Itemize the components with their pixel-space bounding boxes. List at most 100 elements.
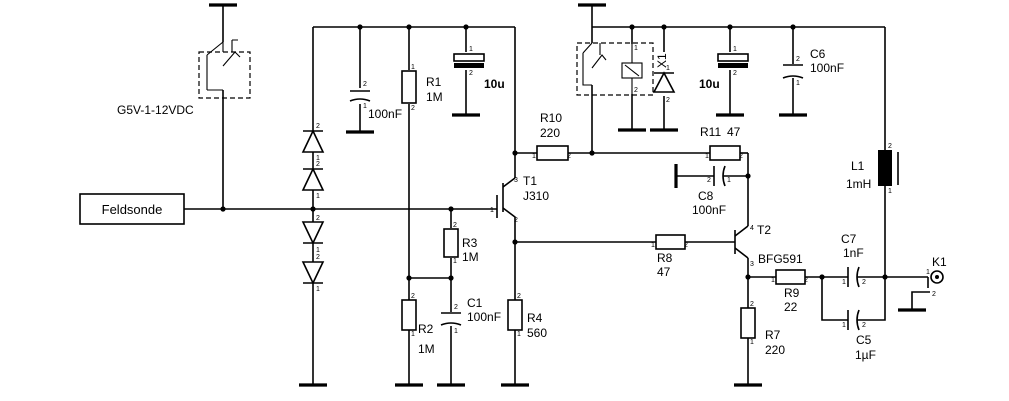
electrolytic-10u-left: 1 2 10u bbox=[453, 46, 505, 91]
capacitor-c7: 1 2 C7 1nF bbox=[841, 232, 866, 288]
t1-ref: T1 bbox=[523, 174, 537, 188]
ground-symbols bbox=[209, 3, 926, 387]
svg-text:2: 2 bbox=[888, 143, 892, 150]
svg-text:1: 1 bbox=[888, 188, 892, 195]
svg-text:3: 3 bbox=[750, 261, 754, 268]
resistor-r3: 2 1 R3 1M bbox=[443, 222, 479, 265]
c8-ref: C8 bbox=[698, 189, 714, 203]
relay-x1: 1 2 X1 1 2 bbox=[576, 42, 676, 104]
r1-ref: R1 bbox=[426, 75, 442, 89]
svg-text:2: 2 bbox=[862, 322, 866, 329]
svg-text:3: 3 bbox=[514, 177, 518, 184]
l1-value: 1mH bbox=[846, 177, 871, 191]
svg-text:1: 1 bbox=[411, 331, 415, 338]
l1-ref: L1 bbox=[851, 159, 865, 173]
r11-value: 47 bbox=[727, 125, 741, 139]
resistor-r4: 2 1 R4 560 bbox=[507, 293, 547, 340]
r3-value: 1M bbox=[462, 250, 479, 264]
transistor-t1: 3 1 2 T1 J310 bbox=[490, 174, 549, 224]
svg-text:2: 2 bbox=[363, 81, 367, 88]
r7-value: 220 bbox=[765, 343, 785, 357]
resistor-r11: 1 2 R11 47 bbox=[700, 125, 743, 161]
svg-text:1: 1 bbox=[842, 279, 846, 286]
svg-text:2: 2 bbox=[634, 87, 638, 94]
svg-text:1: 1 bbox=[316, 193, 320, 200]
c7-value: 1nF bbox=[843, 246, 864, 260]
svg-text:1: 1 bbox=[733, 46, 737, 53]
svg-text:1: 1 bbox=[454, 328, 458, 335]
svg-text:2: 2 bbox=[707, 177, 711, 184]
c5-ref: C5 bbox=[856, 333, 872, 347]
svg-text:1: 1 bbox=[532, 153, 536, 160]
feldsonde-input-box: Feldsonde bbox=[79, 193, 185, 225]
svg-text:4: 4 bbox=[750, 225, 754, 232]
e1-value: 10u bbox=[484, 77, 505, 91]
svg-text:2: 2 bbox=[411, 105, 415, 112]
resistor-r7: 2 1 R7 220 bbox=[740, 301, 785, 357]
r4-value: 560 bbox=[527, 326, 547, 340]
connector-k1: K1 1 2 bbox=[926, 255, 947, 298]
svg-text:2: 2 bbox=[739, 153, 743, 160]
svg-text:1: 1 bbox=[411, 64, 415, 71]
junction-dots bbox=[220, 24, 888, 281]
svg-text:1: 1 bbox=[363, 103, 367, 110]
diode-d4: 2 1 bbox=[301, 254, 325, 293]
svg-text:2: 2 bbox=[316, 123, 320, 130]
capacitor-c6: 2 1 C6 100nF bbox=[782, 47, 844, 87]
svg-text:1: 1 bbox=[926, 269, 930, 276]
svg-text:1: 1 bbox=[469, 46, 473, 53]
r10-ref: R10 bbox=[540, 111, 562, 125]
resistor-r9: 1 2 R9 22 bbox=[771, 269, 808, 314]
transistor-t2: 4 3 T2 BFG591 bbox=[750, 223, 803, 268]
svg-text:2: 2 bbox=[666, 97, 670, 104]
c7-ref: C7 bbox=[841, 232, 857, 246]
resistor-r8: 1 2 R8 47 bbox=[651, 234, 688, 279]
c5-value: 1µF bbox=[855, 348, 876, 362]
resistor-r10: 1 2 R10 220 bbox=[532, 111, 571, 161]
diode-d3: 2 1 bbox=[301, 215, 325, 254]
feldsonde-label: Feldsonde bbox=[102, 202, 163, 217]
svg-text:2: 2 bbox=[454, 304, 458, 311]
svg-text:1: 1 bbox=[705, 153, 709, 160]
relay-g5v-label: G5V-1-12VDC bbox=[117, 103, 194, 117]
capacitor-c5: 1 2 C5 1µF bbox=[842, 309, 876, 362]
electrolytic-10u-right: 1 2 10u bbox=[699, 46, 749, 91]
r8-ref: R8 bbox=[657, 251, 673, 265]
r4-ref: R4 bbox=[527, 311, 543, 325]
svg-text:2: 2 bbox=[316, 161, 320, 168]
svg-text:1: 1 bbox=[634, 45, 638, 52]
svg-text:2: 2 bbox=[453, 222, 457, 229]
r3-ref: R3 bbox=[462, 236, 478, 250]
capacitor-100nf-left: 2 1 100nF bbox=[349, 81, 402, 121]
t2-value: BFG591 bbox=[758, 252, 803, 266]
svg-text:1: 1 bbox=[796, 80, 800, 87]
svg-text:2: 2 bbox=[932, 291, 936, 298]
svg-text:1: 1 bbox=[316, 286, 320, 293]
r2-ref: R2 bbox=[418, 322, 434, 336]
r2-value: 1M bbox=[418, 342, 435, 356]
svg-text:1: 1 bbox=[842, 322, 846, 329]
svg-text:2: 2 bbox=[862, 279, 866, 286]
r1-value: 1M bbox=[426, 90, 443, 104]
svg-text:1: 1 bbox=[517, 331, 521, 338]
wiring bbox=[184, 5, 930, 385]
svg-text:1: 1 bbox=[750, 339, 754, 346]
svg-text:2: 2 bbox=[804, 277, 808, 284]
c6-value: 100nF bbox=[810, 61, 844, 75]
svg-text:2: 2 bbox=[517, 293, 521, 300]
r7-ref: R7 bbox=[765, 328, 781, 342]
x1-label: X1 bbox=[655, 53, 669, 68]
r9-value: 22 bbox=[784, 300, 798, 314]
inductor-l1: 2 1 L1 1mH bbox=[846, 143, 899, 195]
t2-ref: T2 bbox=[757, 223, 771, 237]
svg-text:2: 2 bbox=[684, 242, 688, 249]
svg-text:2: 2 bbox=[514, 217, 518, 224]
relay-g5v: G5V-1-12VDC bbox=[117, 39, 251, 117]
svg-text:2: 2 bbox=[316, 215, 320, 222]
svg-text:2: 2 bbox=[567, 153, 571, 160]
svg-text:1: 1 bbox=[727, 177, 731, 184]
svg-text:1: 1 bbox=[666, 65, 670, 72]
capacitor-c1: 2 1 C1 100nF bbox=[440, 296, 501, 335]
e2-value: 10u bbox=[699, 77, 720, 91]
